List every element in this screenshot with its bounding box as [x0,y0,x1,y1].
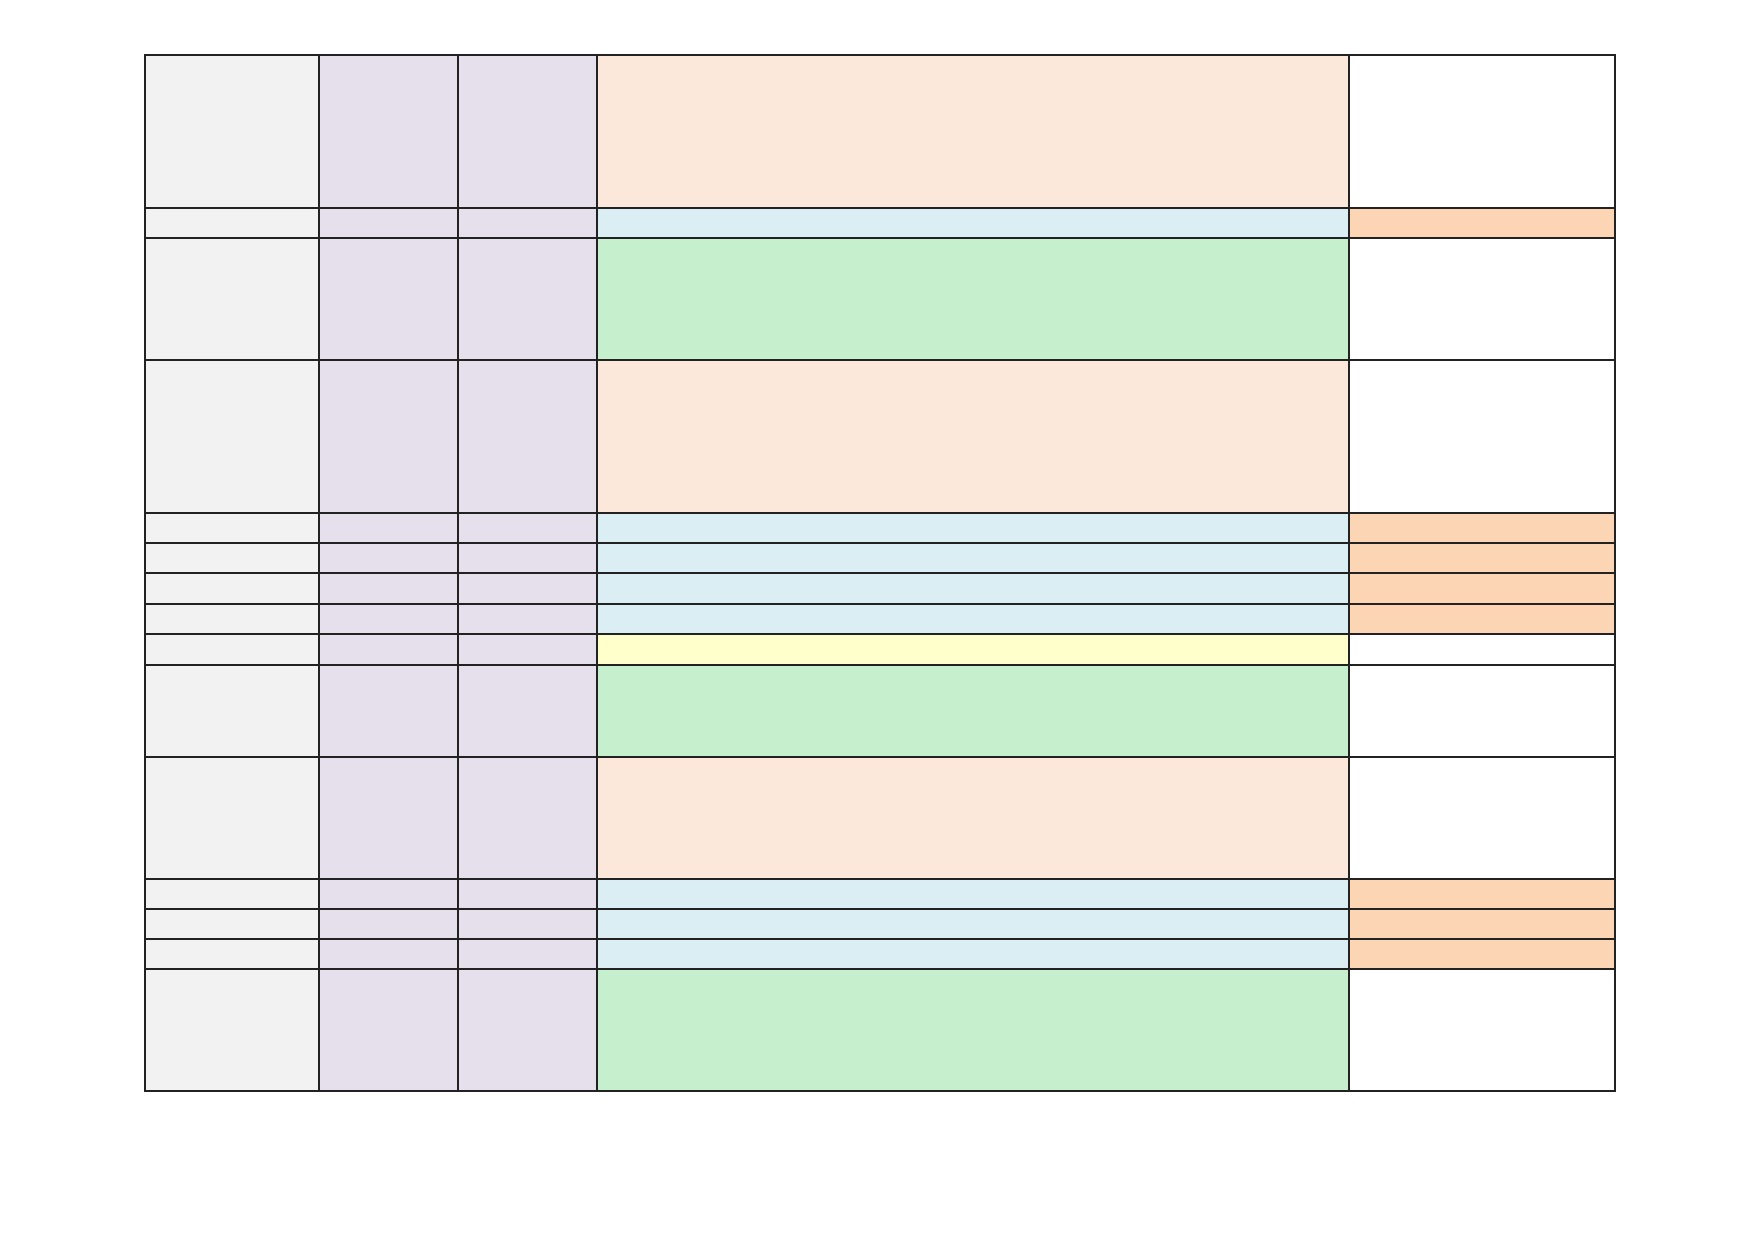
table-cell [318,968,459,1092]
table-cell [596,907,1350,940]
table-cell [144,632,320,667]
table-cell [318,755,459,880]
table-row [144,877,1616,910]
table-cell [1348,237,1616,362]
table-cell [318,664,459,758]
table-cell [596,207,1350,240]
table-cell [596,237,1350,362]
table-cell [144,664,320,758]
table-row [144,512,1616,545]
table-cell [596,632,1350,667]
table-cell [1348,53,1616,210]
table-row [144,207,1616,240]
table-cell [144,572,320,605]
table-cell [1348,937,1616,971]
table-cell [144,937,320,971]
table-cell [596,937,1350,971]
table-cell [1348,664,1616,758]
table-cell [144,755,320,880]
table-cell [144,512,320,545]
table-row [144,632,1616,667]
table-cell [1348,542,1616,575]
table-cell [318,877,459,910]
table-cell [144,207,320,240]
table-cell [457,572,598,605]
table-cell [318,207,459,240]
table-cell [144,907,320,940]
table-cell [596,512,1350,545]
table-cell [318,632,459,667]
table-cell [1348,877,1616,910]
table-cell [1348,602,1616,635]
table-cell [1348,512,1616,545]
table-cell [1348,755,1616,880]
table-cell [144,53,320,210]
table-cell [457,664,598,758]
table-row [144,937,1616,971]
table-cell [457,937,598,971]
table-row [144,572,1616,605]
table-cell [457,359,598,515]
table-cell [144,877,320,910]
table-cell [144,237,320,362]
table-cell [318,907,459,940]
colored-table [144,53,1616,1092]
table-cell [596,572,1350,605]
table-cell [596,877,1350,910]
table-row [144,664,1616,758]
table-cell [457,512,598,545]
table-cell [457,237,598,362]
table-body [144,53,1616,1092]
table-cell [596,53,1350,210]
table-row [144,359,1616,515]
table-cell [457,207,598,240]
table-cell [1348,207,1616,240]
table-row [144,755,1616,880]
table-cell [144,542,320,575]
table-row [144,542,1616,575]
table-cell [457,632,598,667]
table-cell [318,237,459,362]
table-row [144,53,1616,210]
table-cell [318,53,459,210]
table-cell [596,968,1350,1092]
table-row [144,237,1616,362]
document-sheet [144,53,1616,1092]
table-cell [596,542,1350,575]
table-cell [318,512,459,545]
table-cell [1348,907,1616,940]
table-cell [318,542,459,575]
table-row [144,968,1616,1092]
table-cell [318,359,459,515]
table-cell [144,359,320,515]
table-cell [596,359,1350,515]
table-cell [318,572,459,605]
table-cell [318,602,459,635]
table-cell [1348,632,1616,667]
table-cell [457,602,598,635]
table-cell [457,53,598,210]
table-cell [457,755,598,880]
table-cell [457,877,598,910]
table-cell [457,542,598,575]
table-row [144,907,1616,940]
table-cell [144,968,320,1092]
table-cell [457,907,598,940]
table-cell [596,602,1350,635]
table-cell [457,968,598,1092]
table-cell [1348,968,1616,1092]
table-cell [596,664,1350,758]
table-cell [1348,572,1616,605]
table-cell [144,602,320,635]
table-row [144,602,1616,635]
table-cell [1348,359,1616,515]
table-cell [596,755,1350,880]
table-cell [318,937,459,971]
